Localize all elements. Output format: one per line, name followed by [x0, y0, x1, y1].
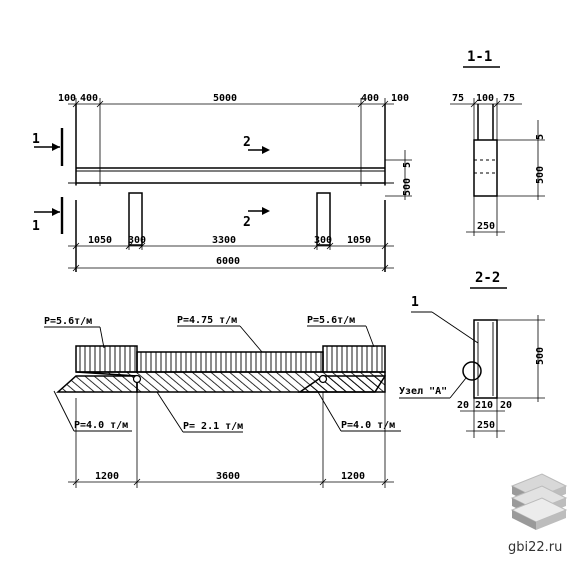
dim-top-400-left: 400	[80, 93, 98, 104]
cut-mark-1-top: 1	[32, 128, 64, 166]
section-1-1: 1-1 75 100 75 5 500 250	[450, 49, 546, 236]
s22-dim-20-left: 20	[457, 400, 469, 411]
s22-dim-500: 500	[535, 347, 546, 365]
section-2-2: 2-2 500 1 Узел "А" 20 210 20 250	[399, 270, 546, 438]
section-1-1-title: 1-1	[467, 49, 492, 65]
dim-bot-300-left: 300	[128, 235, 146, 246]
s22-leader-1: 1	[411, 295, 419, 310]
post-left	[128, 192, 143, 246]
load-label-top-right: P=5.6т/м	[307, 315, 355, 326]
load-dim-1200-left: 1200	[95, 471, 119, 482]
load-top-mid-block	[136, 351, 324, 373]
section-2-2-title: 2-2	[475, 270, 500, 286]
load-label-bot-right: P=4.0 т/м	[341, 420, 395, 431]
load-label-top-left: P=5.6т/м	[44, 316, 92, 327]
load-hatch-ticks	[79, 346, 383, 372]
support-left-icon	[132, 374, 142, 384]
cut-mark-2-top: 2	[243, 135, 270, 154]
dim-total-6000: 6000	[216, 256, 240, 267]
load-label-bot-left: P=4.0 т/м	[74, 420, 128, 431]
support-right-icon	[318, 374, 328, 384]
svg-text:2: 2	[243, 135, 251, 150]
s22-dim-250: 250	[477, 420, 495, 431]
dim-right-500: 500	[402, 178, 413, 196]
dim-bot-1050-left: 1050	[88, 235, 112, 246]
s11-dim-250: 250	[477, 221, 495, 232]
load-label-bot-mid: P= 2.1 т/м	[183, 421, 243, 432]
node-a-circle	[462, 361, 482, 381]
s22-outline	[473, 319, 498, 399]
s11-dim-500: 500	[535, 166, 546, 184]
dim-top-5000: 5000	[213, 93, 237, 104]
dim-right-5: 5	[402, 162, 413, 168]
load-dim-3600: 3600	[216, 471, 240, 482]
s11-dim-100: 100	[476, 93, 494, 104]
load-dim-1200-right: 1200	[341, 471, 365, 482]
s11-dim-75-right: 75	[503, 93, 515, 104]
dim-bot-300-right: 300	[314, 235, 332, 246]
load-lower-left-wedge	[56, 375, 138, 393]
svg-text:1: 1	[32, 219, 40, 234]
s11-dim-75-left: 75	[452, 93, 464, 104]
dim-bot-3300: 3300	[212, 235, 236, 246]
cut-mark-2-bottom: 2	[243, 207, 270, 230]
s11-dim-5: 5	[535, 134, 546, 140]
beam-elevation: 100 400 5000 400 100 5 500	[32, 93, 413, 272]
cut-mark-1-bottom: 1	[32, 197, 64, 234]
s22-dim-20-right: 20	[500, 400, 512, 411]
dim-top-100-right: 100	[391, 93, 409, 104]
post-right	[316, 192, 331, 246]
dim-top-100-left: 100	[58, 93, 76, 104]
dim-top-400-right: 400	[361, 93, 379, 104]
load-label-top-mid: P=4.75 т/м	[177, 315, 237, 326]
watermark-site-text: gbi22.ru	[508, 540, 562, 555]
svg-text:1: 1	[32, 132, 40, 147]
watermark: gbi22.ru	[508, 473, 568, 555]
load-diagram: P=5.6т/м P=4.75 т/м P=5.6т/м P=4.0 т/м P…	[44, 315, 401, 488]
dim-bot-1050-right: 1050	[347, 235, 371, 246]
s11-outline	[473, 139, 498, 197]
node-a-label: Узел "А"	[399, 386, 447, 397]
s22-dim-210: 210	[475, 400, 493, 411]
stacked-slabs-logo-icon	[510, 473, 568, 530]
svg-text:2: 2	[243, 215, 251, 230]
